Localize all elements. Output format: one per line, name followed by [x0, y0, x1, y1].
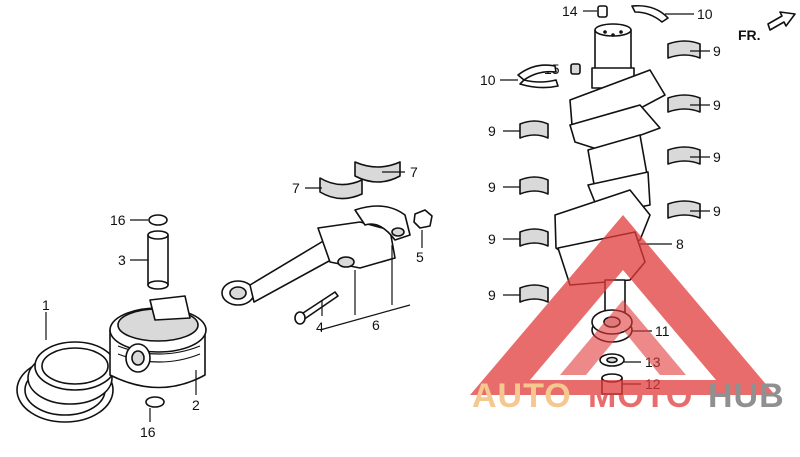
callout-2: 2	[192, 397, 200, 413]
callout-1: 1	[42, 297, 50, 313]
connecting-rod	[221, 221, 396, 306]
main-bearing-right-1	[667, 40, 701, 59]
callout-6: 6	[372, 317, 380, 333]
piston-ring-set	[16, 341, 116, 423]
main-bearing-right-4	[667, 200, 701, 219]
watermark-triangle-icon	[470, 215, 775, 395]
callout-8: 8	[676, 236, 684, 252]
main-bearing-left-2	[519, 176, 549, 195]
callout-9-right-4: 9	[713, 203, 721, 219]
callout-16-lower: 16	[140, 424, 156, 440]
connecting-rod-nut	[413, 209, 433, 229]
callout-9-right-3: 9	[713, 149, 721, 165]
piston	[109, 295, 207, 389]
callout-14: 14	[562, 3, 578, 19]
piston-pin	[147, 230, 169, 290]
callout-7-left: 7	[292, 180, 300, 196]
automotohub-watermark: AUTO MOTO HUB	[470, 215, 785, 415]
thrust-washer-top	[631, 4, 669, 23]
locating-pin	[570, 63, 581, 75]
watermark-hub: HUB	[708, 377, 785, 415]
watermark-auto: AUTO	[472, 377, 572, 415]
main-bearing-left-4	[519, 284, 549, 303]
callout-9-left-1: 9	[488, 123, 496, 139]
callout-16-upper: 16	[110, 212, 126, 228]
crankshaft-washer	[599, 353, 625, 367]
callout-9-left-2: 9	[488, 179, 496, 195]
callout-11: 11	[655, 323, 670, 339]
main-bearing-left-3	[519, 228, 549, 247]
main-bearing-right-2	[667, 94, 701, 113]
callout-9-right-2: 9	[713, 97, 721, 113]
main-bearing-left-1	[519, 120, 549, 139]
front-direction-indicator: FR.	[738, 11, 796, 43]
callout-5: 5	[416, 249, 424, 265]
callout-4: 4	[316, 319, 324, 335]
rod-bearing-upper	[354, 161, 401, 183]
callout-9-left-3: 9	[488, 231, 496, 247]
connecting-rod-bolt	[294, 291, 339, 325]
callout-3: 3	[118, 252, 126, 268]
callout-9-right-1: 9	[713, 43, 721, 59]
main-bearing-right-3	[667, 146, 701, 165]
watermark-moto: MOTO	[588, 377, 693, 415]
dowel-pin	[597, 5, 608, 18]
connecting-rod-cap	[354, 205, 411, 241]
front-arrow-icon	[767, 11, 796, 31]
callout-10-top: 10	[697, 6, 713, 22]
pin-clip-upper	[148, 214, 168, 226]
callout-9-left-4: 9	[488, 287, 496, 303]
rod-bearing-lower	[319, 177, 363, 200]
pin-clip-lower	[145, 396, 165, 408]
callout-7-right: 7	[410, 164, 418, 180]
thrust-washer-left	[517, 64, 559, 89]
crankshaft	[554, 23, 666, 313]
callout-10-left: 10	[480, 72, 496, 88]
front-label: FR.	[738, 27, 761, 43]
